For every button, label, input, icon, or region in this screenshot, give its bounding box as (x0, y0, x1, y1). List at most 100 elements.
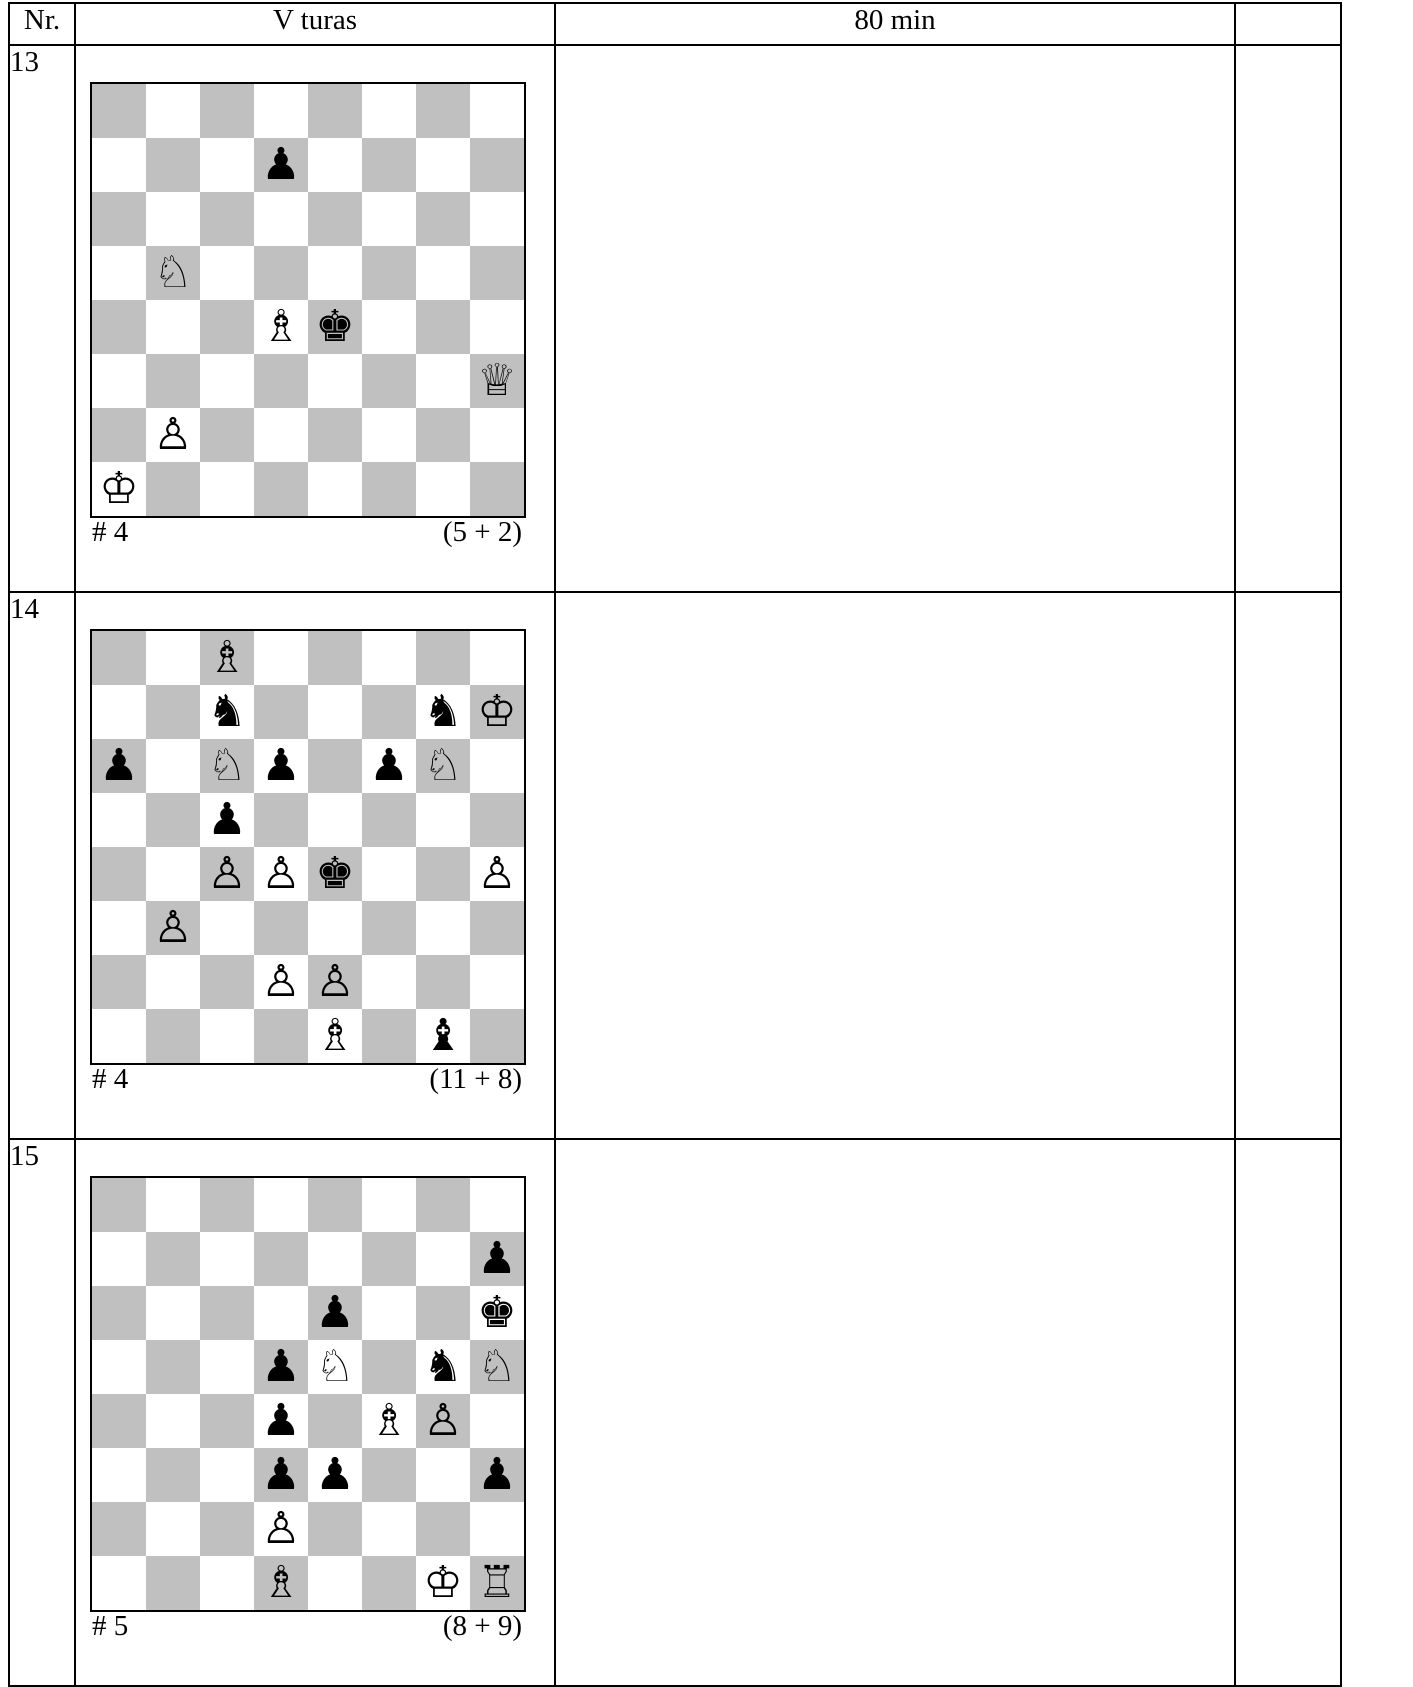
white-pawn-icon: ♙ (423, 1399, 462, 1443)
square-d7: ♟ (254, 138, 308, 192)
square-c5 (200, 246, 254, 300)
black-king-icon: ♚ (315, 305, 354, 349)
square-h5 (470, 793, 524, 847)
square-f2 (362, 408, 416, 462)
square-g1 (416, 462, 470, 516)
square-a2 (92, 1502, 146, 1556)
square-a5 (92, 246, 146, 300)
score-cell[interactable] (1235, 592, 1341, 1139)
square-d2: ♙ (254, 1502, 308, 1556)
square-c5 (200, 1340, 254, 1394)
square-g2 (416, 408, 470, 462)
stipulation: # 4 (92, 1063, 128, 1096)
diagram-caption: # 5 (8 + 9) (90, 1612, 526, 1646)
white-pawn-icon: ♙ (261, 1507, 300, 1551)
square-a7 (92, 138, 146, 192)
square-b2 (146, 955, 200, 1009)
square-d3: ♟ (254, 1448, 308, 1502)
square-c8 (200, 1178, 254, 1232)
score-cell[interactable] (1235, 45, 1341, 592)
square-g8 (416, 631, 470, 685)
solution-cell[interactable] (555, 592, 1235, 1139)
square-e7 (308, 685, 362, 739)
solution-cell[interactable] (555, 45, 1235, 592)
stipulation: # 5 (92, 1610, 128, 1643)
square-a3 (92, 354, 146, 408)
square-b3: ♙ (146, 901, 200, 955)
square-a3 (92, 901, 146, 955)
black-pawn-icon: ♟ (99, 744, 138, 788)
square-b5: ♘ (146, 246, 200, 300)
diagram-caption: # 4 (5 + 2) (90, 518, 526, 552)
square-c5: ♟ (200, 793, 254, 847)
white-bishop-icon: ♗ (261, 305, 300, 349)
piece-count: (5 + 2) (443, 516, 522, 549)
square-b8 (146, 631, 200, 685)
square-h2 (470, 955, 524, 1009)
square-g4: ♙ (416, 1394, 470, 1448)
white-pawn-icon: ♙ (477, 852, 516, 896)
header-round: V turas (75, 3, 555, 45)
square-d8 (254, 1178, 308, 1232)
square-d8 (254, 631, 308, 685)
square-a2 (92, 408, 146, 462)
square-g3 (416, 1448, 470, 1502)
square-b1 (146, 1556, 200, 1610)
white-knight-icon: ♘ (153, 251, 192, 295)
square-e6: ♟ (308, 1286, 362, 1340)
square-c8 (200, 84, 254, 138)
square-c1 (200, 1556, 254, 1610)
square-b3 (146, 354, 200, 408)
white-pawn-icon: ♙ (153, 413, 192, 457)
square-f6: ♟ (362, 739, 416, 793)
white-pawn-icon: ♙ (207, 852, 246, 896)
square-b2 (146, 1502, 200, 1556)
square-c6 (200, 192, 254, 246)
white-knight-icon: ♘ (315, 1345, 354, 1389)
square-h1: ♖ (470, 1556, 524, 1610)
problem-number: 15 (9, 1139, 75, 1686)
square-b3 (146, 1448, 200, 1502)
square-e8 (308, 631, 362, 685)
square-d6: ♟ (254, 739, 308, 793)
square-b6 (146, 1286, 200, 1340)
square-e5: ♘ (308, 1340, 362, 1394)
black-pawn-icon: ♟ (261, 744, 300, 788)
solution-cell[interactable] (555, 1139, 1235, 1686)
square-f8 (362, 84, 416, 138)
square-b2: ♙ (146, 408, 200, 462)
square-c6 (200, 1286, 254, 1340)
square-f4 (362, 300, 416, 354)
square-h6 (470, 739, 524, 793)
square-d5 (254, 793, 308, 847)
stipulation: # 4 (92, 516, 128, 549)
problem-number: 13 (9, 45, 75, 592)
square-b8 (146, 84, 200, 138)
square-h6 (470, 192, 524, 246)
square-d6 (254, 1286, 308, 1340)
header-time: 80 min (555, 3, 1235, 45)
square-c7 (200, 138, 254, 192)
square-b4 (146, 300, 200, 354)
square-h7 (470, 138, 524, 192)
square-g1: ♝ (416, 1009, 470, 1063)
black-pawn-icon: ♟ (315, 1453, 354, 1497)
problem-number: 14 (9, 592, 75, 1139)
black-pawn-icon: ♟ (261, 143, 300, 187)
chess-diagram: ♟♟♚♟♘♞♘♟♗♙♟♟♟♙♗♔♖ # 5 (8 + 9) (90, 1176, 526, 1646)
square-c2 (200, 955, 254, 1009)
square-a8 (92, 631, 146, 685)
black-king-icon: ♚ (477, 1291, 516, 1335)
square-d8 (254, 84, 308, 138)
score-cell[interactable] (1235, 1139, 1341, 1686)
square-h5: ♘ (470, 1340, 524, 1394)
square-b8 (146, 1178, 200, 1232)
square-h1 (470, 1009, 524, 1063)
square-h3: ♕ (470, 354, 524, 408)
square-h2 (470, 1502, 524, 1556)
chess-board: ♟♘♗♚♕♙♔ (90, 82, 526, 518)
square-f5 (362, 793, 416, 847)
square-h5 (470, 246, 524, 300)
white-knight-icon: ♘ (207, 744, 246, 788)
square-b6 (146, 739, 200, 793)
